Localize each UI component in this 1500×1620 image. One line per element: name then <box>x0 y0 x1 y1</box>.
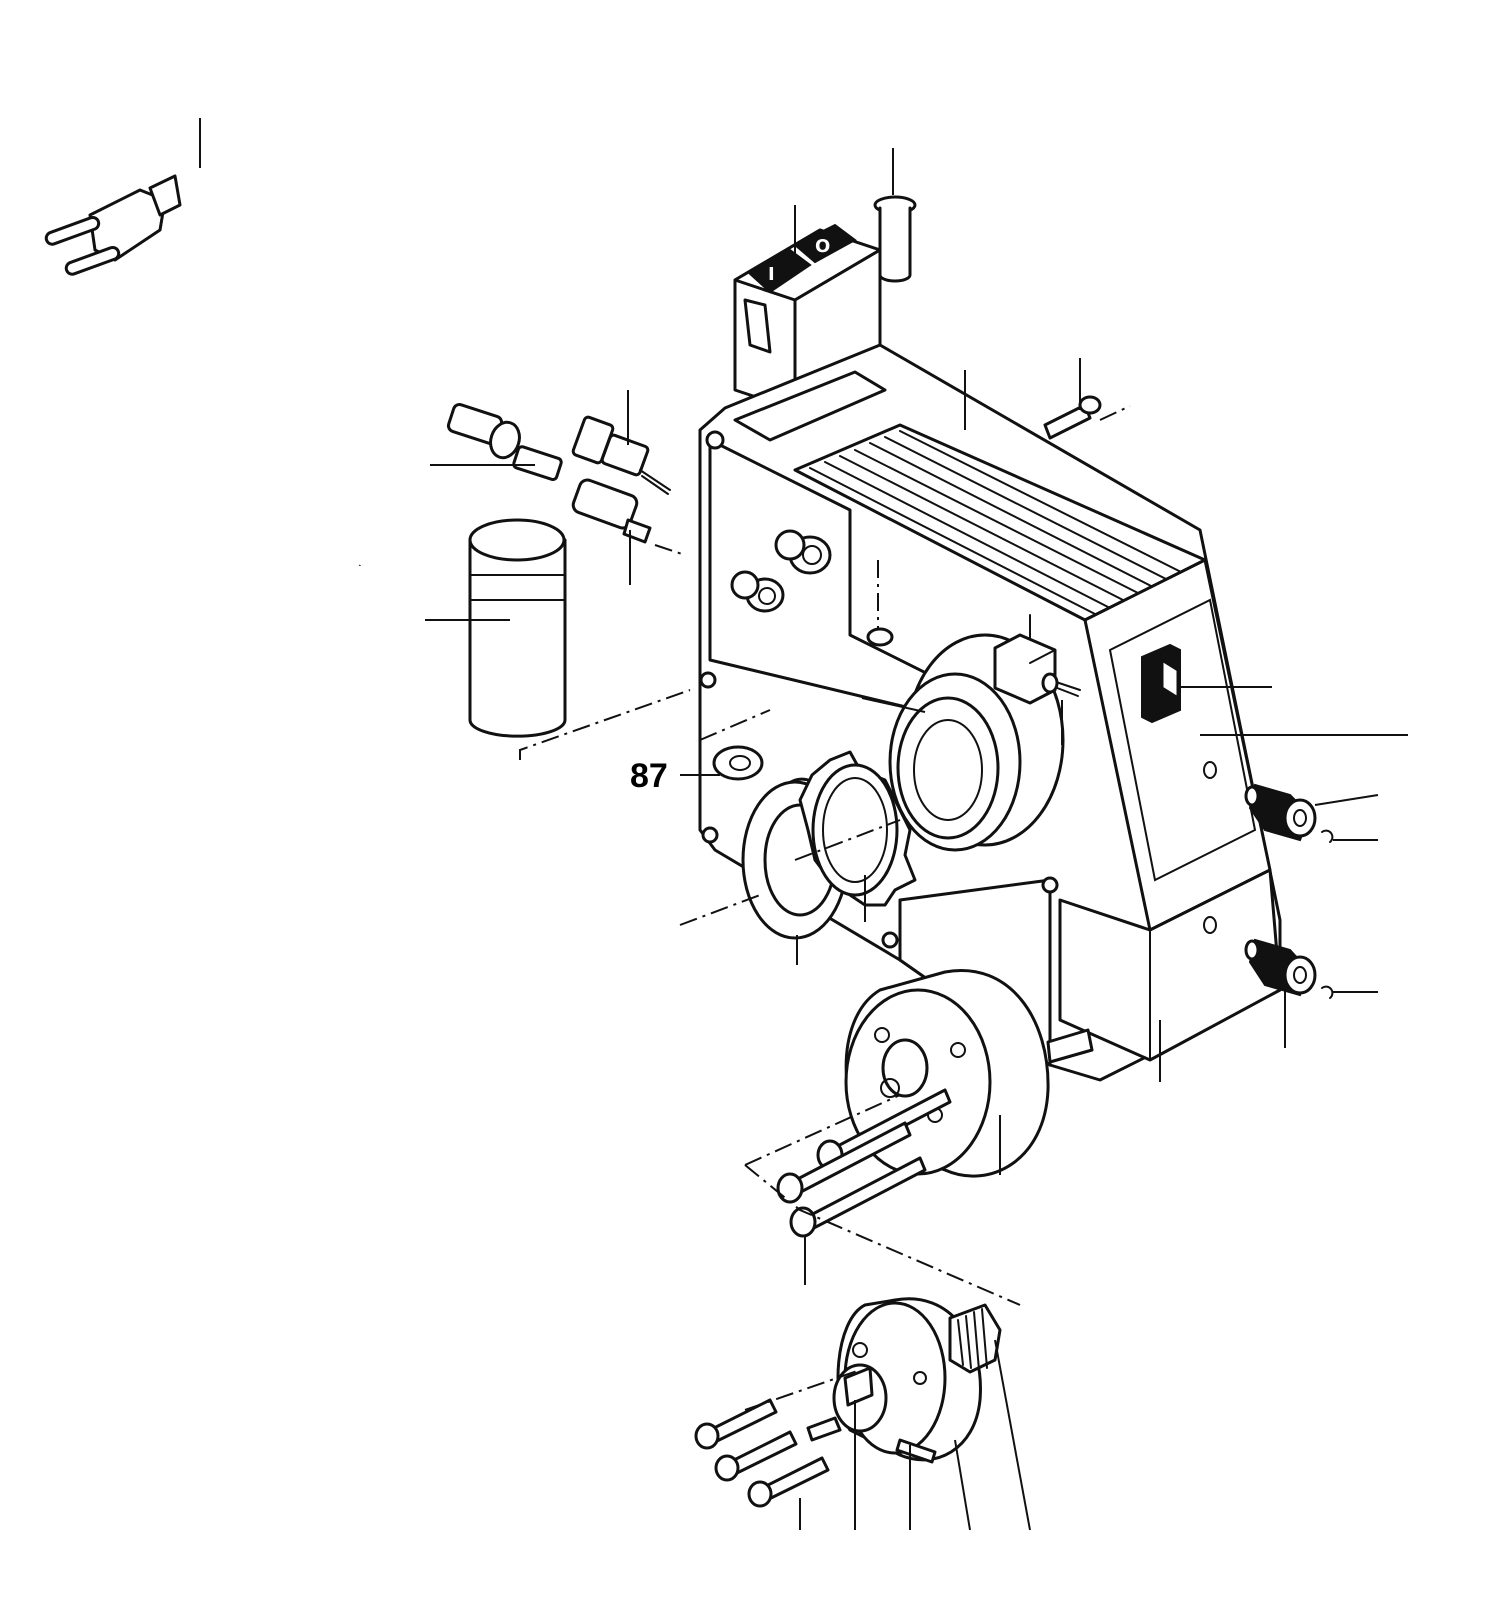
short-screw-2 <box>714 1430 798 1482</box>
long-screw-2 <box>776 1121 912 1204</box>
switch-symbol-off: O <box>815 236 830 257</box>
tab-washer <box>798 750 917 907</box>
pin-small <box>895 1438 937 1464</box>
brush-holder <box>993 633 1081 705</box>
brush-cap-upper <box>1203 761 1317 842</box>
cord-bushing <box>446 403 563 482</box>
hex-nut-87 <box>712 745 764 781</box>
callout-87: 87 <box>630 757 668 795</box>
rocker-switch: I O <box>733 223 882 412</box>
stud <box>806 1416 842 1442</box>
brush-cap-lower <box>1203 916 1317 997</box>
screw-top <box>1043 395 1102 440</box>
pin <box>873 195 917 283</box>
selector-switch <box>1141 643 1181 724</box>
short-screw-1 <box>694 1398 778 1450</box>
terminal-insert <box>571 478 652 544</box>
switch-button-on: I <box>746 248 812 294</box>
power-plug <box>44 174 182 276</box>
short-screw-3 <box>747 1456 830 1508</box>
washer-1 <box>774 529 806 561</box>
power-cord <box>152 104 593 438</box>
capacitor <box>356 518 567 738</box>
pinion-gear <box>948 1303 1002 1374</box>
washer-2 <box>730 570 760 600</box>
cable-gland <box>571 415 671 495</box>
hub <box>832 1363 888 1433</box>
switch-button-off: O <box>793 223 857 264</box>
long-screw-3 <box>789 1156 927 1238</box>
cooling-ribs <box>809 430 1186 615</box>
switch-symbol-on: I <box>768 264 775 285</box>
